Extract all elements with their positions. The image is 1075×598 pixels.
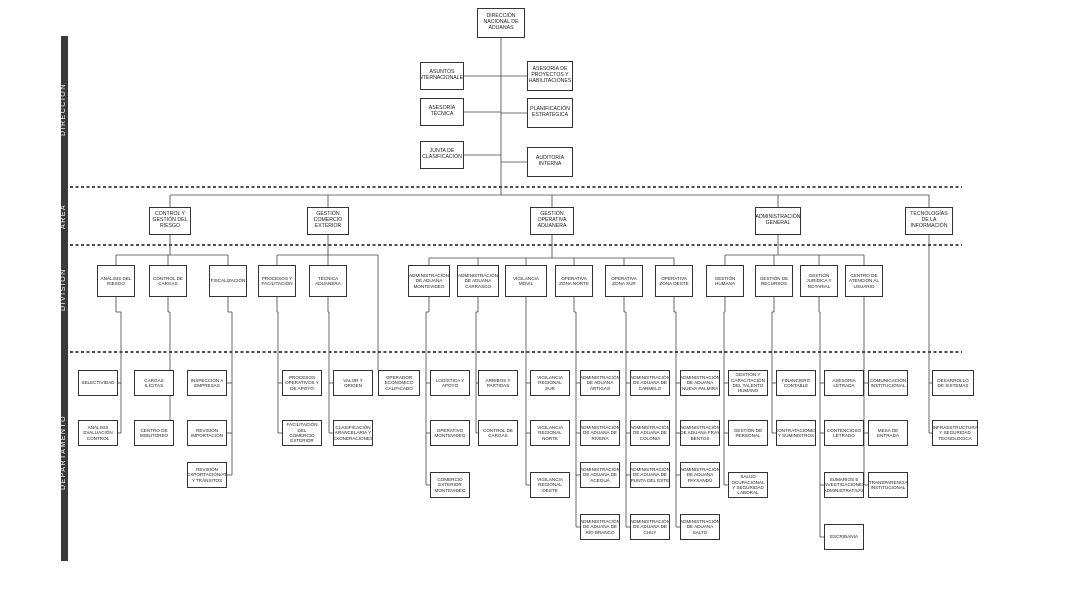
box-depto-contencioso-letrado: CONTENCIOSO LETRADO (824, 420, 864, 446)
box-depto-desarrollo-de-sistemas: DESARROLLO DE SISTEMAS (932, 370, 974, 396)
box-asuntos-internacionales: ASUNTOS INTERNACIONALES (420, 62, 464, 90)
box-depto-administracion-de-aduana-de-rio-branco: ADMINISTRACIÓN DE ADUANA DE RÍO BRANCO (580, 514, 620, 540)
box-depto-gestion-y-capacitacion-del-talento-humano: GESTIÓN Y CAPACITACIÓN DEL TALENTO HUMAN… (728, 370, 768, 396)
box-depto-control-de-cargas: CONTROL DE CARGAS (478, 420, 518, 446)
box-depto-infraestructura-y-seguridad-tecnologica: INFRAESTRUCTURA Y SEGURIDAD TECNOLÓGICA (932, 420, 978, 446)
box-depto-transparencia-institucional: TRANSPARENCIA INSTITUCIONAL (868, 472, 908, 498)
box-depto-centro-de-monitoreo: CENTRO DE MONITOREO (134, 420, 174, 446)
box-asesoria-tecnica: ASESORÍA TÉCNICA (420, 98, 464, 126)
box-depto-operador-economico-calificado: OPERADOR ECONÓMICO CALIFICADO (378, 370, 420, 396)
box-division-centro-de-atencion-al-usuario: CENTRO DE ATENCIÓN AL USUARIO (845, 265, 883, 297)
box-depto-administracion-de-aduana-salto: ADMINISTRACIÓN DE ADUANA SALTO (680, 514, 720, 540)
box-depto-contrataciones-y-suministros: CONTRATACIONES Y SUMINISTROS (776, 420, 816, 446)
box-depto-asesoria-letrada: ASESORÍA LETRADA (824, 370, 864, 396)
box-depto-administracion-de-aduana-artigas: ADMINISTRACIÓN DE ADUANA ARTIGAS (580, 370, 620, 396)
box-division-control-de-cargas: CONTROL DE CARGAS (149, 265, 187, 297)
box-depto-mesa-de-entrada: MESA DE ENTRADA (868, 420, 908, 446)
box-division-tecnica-aduanera: TÉCNICA ADUANERA (309, 265, 347, 297)
box-depto-administracion-de-aduana-nueva-palmira: ADMINISTRACIÓN DE ADUANA NUEVA PALMIRA (680, 370, 720, 396)
box-depto-salud-ocupacional-y-seguridad-laboral: SALUD OCUPACIONAL Y SEGURIDAD LABORAL (728, 472, 768, 498)
box-depto-administracion-de-aduana-de-carmelo: ADMINISTRACIÓN DE ADUANA DE CARMELO (630, 370, 670, 396)
box-asesoria-de-proyectos-y-habilitaciones: ASESORÍA DE PROYECTOS Y HABILITACIONES (527, 61, 573, 91)
box-division-gestion-juridica-y-notarial: GESTIÓN JURÍDICA Y NOTARIAL (800, 265, 838, 297)
box-depto-logistica-y-apoyo: LOGÍSTICA Y APOYO (430, 370, 470, 396)
box-depto-operativo-montevideo: OPERATIVO MONTEVIDEO (430, 420, 470, 446)
box-depto-valor-y-origen: VALOR Y ORIGEN (333, 370, 373, 396)
box-area-control-y-gestion-del-riesgo: CONTROL Y GESTIÓN DEL RIESGO (149, 207, 191, 235)
band-label-division: DIVISIÓN (60, 268, 67, 312)
box-depto-analisis-evaluacion-control: ANÁLISIS EVALUACIÓN CONTROL (78, 420, 118, 446)
box-depto-administracion-de-aduana-de-colonia: ADMINISTRACIÓN DE ADUANA DE COLONIA (630, 420, 670, 446)
box-division-vigilancia-movil: VIGILANCIA MÓVIL (505, 265, 547, 297)
box-division-administracion-de-aduana-carrasco: ADMINISTRACIÓN DE ADUANA CARRASCO (457, 265, 499, 297)
box-depto-gestion-de-personal: GESTIÓN DE PERSONAL (728, 420, 768, 446)
band-label-area: ÁREA (60, 203, 67, 229)
box-division-operativa-zona-norte: OPERATIVA ZONA NORTE (555, 265, 593, 297)
box-depto-escribania: ESCRIBANÍA (824, 524, 864, 550)
box-division-procesos-y-facilitacion: PROCESOS Y FACILITACIÓN (258, 265, 296, 297)
box-junta-de-clasificacion: JUNTA DE CLASIFICACIÓN (420, 141, 464, 169)
box-division-gestion-humana: GESTIÓN HUMANA (706, 265, 744, 297)
box-depto-vigilancia-regional-norte: VIGILANCIA REGIONAL NORTE (530, 420, 570, 446)
box-depto-financiero-contable: FINANCIERO CONTABLE (776, 370, 816, 396)
box-division-administracion-de-aduana-montevideo: ADMINISTRACIÓN DE ADUANA MONTEVIDEO (408, 265, 450, 297)
box-depto-administracion-de-aduana-de-chuy: ADMINISTRACIÓN DE ADUANA DE CHUY (630, 514, 670, 540)
band-label-direccion: DIRECCIÓN (60, 83, 67, 137)
box-division-analisis-del-riesgo: ANÁLISIS DEL RIESGO (97, 265, 135, 297)
box-depto-comunicacion-institucional: COMUNICACIÓN INSTITUCIONAL (868, 370, 908, 396)
band-sidebar (61, 36, 68, 561)
box-depto-administracion-de-aduana-paysandu: ADMINISTRACIÓN DE ADUANA PAYSANDÚ (680, 462, 720, 488)
box-depto-inspeccion-a-empresas: INSPECCIÓN A EMPRESAS (187, 370, 227, 396)
box-depto-sumarios-e-investigaciones-administrativas: SUMARIOS E INVESTIGACIONES ADMINISTRATIV… (824, 472, 864, 498)
box-depto-cargas-ilicitas: CARGAS ILÍCITAS (134, 370, 174, 396)
box-depto-procesos-operativos-y-de-apoyo: PROCESOS OPERATIVOS Y DE APOYO (282, 370, 322, 396)
box-division-fiscalizacion: FISCALIZACIÓN (209, 265, 247, 297)
box-area-administracion-general: ADMINISTRACIÓN GENERAL (755, 207, 801, 235)
box-division-gestion-de-recursos: GESTIÓN DE RECURSOS (755, 265, 793, 297)
box-depto-administracion-de-aduana-de-punta-del-este: ADMINISTRACIÓN DE ADUANA DE PUNTA DEL ES… (630, 462, 670, 488)
box-area-tecnologias-de-la-informacion: TECNOLOGÍAS DE LA INFORMACIÓN (905, 207, 953, 235)
box-depto-vigilancia-regional-oeste: VIGILANCIA REGIONAL OESTE (530, 472, 570, 498)
box-direccion-nacional: DIRECCIÓN NACIONAL DE ADUANAS (477, 8, 525, 38)
box-depto-administracion-de-aduana-de-rivera: ADMINISTRACIÓN DE ADUANA DE RIVERA (580, 420, 620, 446)
box-depto-facilitacion-del-comercio-exterior: FACILITACIÓN DEL COMERCIO EXTERIOR (282, 420, 322, 446)
box-auditoria-interna: AUDITORÍA INTERNA (527, 147, 573, 177)
box-depto-selectividad: SELECTIVIDAD (78, 370, 118, 396)
box-depto-revision-exportacion-at-y-transitos: REVISIÓN EXPORTACIÓN/AT Y TRÁNSITOS (187, 462, 227, 488)
box-depto-revision-importacion: REVISIÓN IMPORTACIÓN (187, 420, 227, 446)
box-depto-vigilancia-regional-sur: VIGILANCIA REGIONAL SUR (530, 370, 570, 396)
box-depto-comercio-exterior-montevideo: COMERCIO EXTERIOR MONTEVIDEO (430, 472, 470, 498)
box-depto-clasificacion-arancelaria-y-exoneraciones: CLASIFICACIÓN ARANCELARIA Y EXONERACIONE… (333, 420, 373, 446)
box-division-operativa-zona-oeste: OPERATIVA ZONA OESTE (655, 265, 693, 297)
box-division-operativa-zona-sur: OPERATIVA ZONA SUR (605, 265, 643, 297)
band-label-departamento: DEPARTAMENTO (60, 414, 67, 491)
box-depto-administracion-de-aduana-de-acegua: ADMINISTRACIÓN DE ADUANA DE ACEGUÁ (580, 462, 620, 488)
box-area-gestion-operativa-aduanera: GESTIÓN OPERATIVA ADUANERA (530, 207, 574, 235)
box-depto-arribos-y-partidas: ARRIBOS Y PARTIDAS (478, 370, 518, 396)
box-planificacion-estrategica: PLANIFICACIÓN ESTRATÉGICA (527, 98, 573, 128)
box-area-gestion-comercio-exterior: GESTIÓN COMERCIO EXTERIOR (307, 207, 349, 235)
box-depto-administracion-de-aduana-fray-bentos: ADMINISTRACIÓN DE ADUANA FRAY BENTOS (680, 420, 720, 446)
